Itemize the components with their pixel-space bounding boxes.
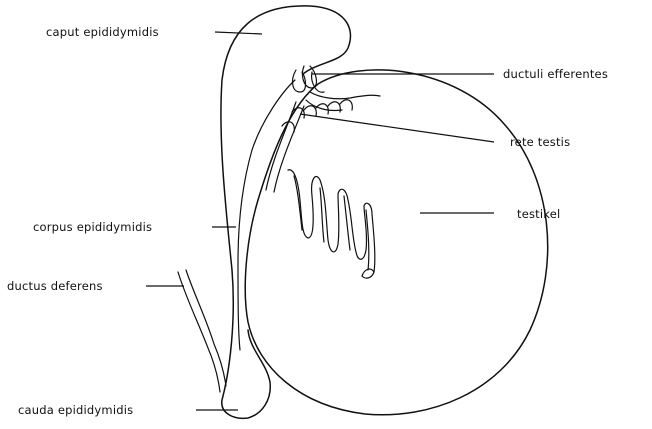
rete-testis-ducts — [266, 92, 380, 192]
label-cauda-epididymidis: cauda epididymidis — [18, 403, 133, 417]
label-rete-testis: rete testis — [510, 135, 570, 149]
label-caput-epididymidis: caput epididymidis — [46, 25, 159, 39]
leader-rete — [300, 114, 494, 142]
ductus-deferens-inner — [186, 270, 226, 386]
label-ductuli-efferentes: ductuli efferentes — [503, 67, 608, 81]
tubulus-seminiferus-coil-inner — [294, 176, 374, 276]
ductus-deferens-outer — [178, 272, 220, 392]
label-ductus-deferens: ductus deferens — [7, 279, 103, 293]
label-testikel: testikel — [517, 207, 560, 221]
label-corpus-epididymidis: corpus epididymidis — [33, 220, 152, 234]
